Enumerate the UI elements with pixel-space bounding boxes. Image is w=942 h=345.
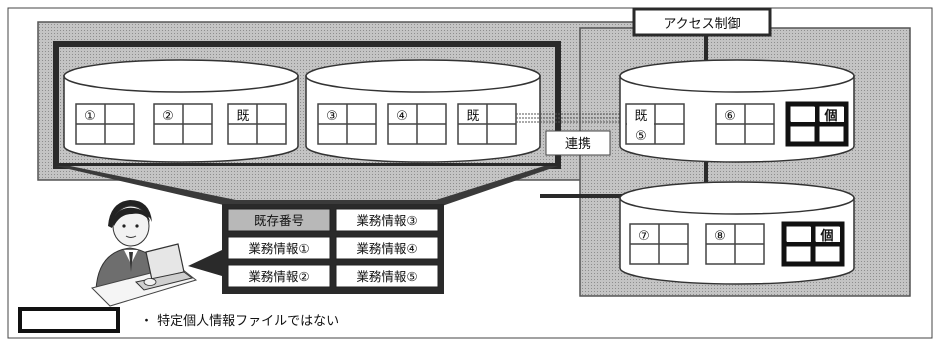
legend-text: ・ 特定個人情報ファイルではない [140, 314, 339, 329]
db3-cell-1: 既 [634, 109, 647, 124]
db3-table-1: 既 ⑤ [625, 103, 685, 145]
db1-cell-3: 既 [236, 109, 249, 124]
db2-table-3: 既 [457, 103, 517, 145]
db2-cell-2: ④ [396, 109, 408, 124]
legend-swatch [18, 307, 120, 333]
access-control-box [632, 7, 772, 37]
info-left-2: 業務情報① [248, 241, 309, 256]
db4-table-1: ⑦ [629, 223, 689, 265]
link-connector [516, 113, 626, 123]
link-label-box [545, 130, 611, 156]
db4-cell-2: ⑧ [714, 229, 726, 244]
legend: ・ 特定個人情報ファイルではない [18, 307, 339, 333]
db2-cell-1: ③ [326, 109, 338, 124]
db1-table-2: ② [153, 103, 213, 145]
db3-table-3: 個 [785, 101, 849, 147]
db1-cell-1: ① [84, 109, 96, 124]
db1-table-3: 既 [227, 103, 287, 145]
info-right-1: 業務情報③ [356, 213, 417, 228]
db4-table-2: ⑧ [705, 223, 765, 265]
database-1: ① ② 既 [63, 59, 299, 163]
database-4: ⑦ ⑧ 個 [619, 181, 855, 285]
db2-table-1: ③ [317, 103, 377, 145]
db2-cell-3: 既 [466, 109, 479, 124]
db2-table-2: ④ [387, 103, 447, 145]
db3-cell-1b: ⑤ [635, 129, 647, 144]
bubble-pointer [188, 250, 222, 276]
access-control-label: アクセス制御 [663, 17, 740, 32]
db1-table-1: ① [75, 103, 135, 145]
db3-cell-2: ⑥ [724, 109, 736, 124]
info-left-3: 業務情報② [248, 269, 309, 284]
frame-funnel-inner [70, 166, 544, 200]
info-panel: 既存番号 業務情報③ 業務情報① 業務情報④ 業務情報② 業務情報⑤ [222, 204, 444, 294]
db3-table-2: ⑥ [715, 103, 775, 145]
info-right-3: 業務情報⑤ [356, 269, 417, 284]
link-label: 連携 [565, 136, 591, 152]
db4-cell-3: 個 [819, 228, 833, 244]
person-at-laptop-icon [91, 200, 198, 307]
db3-cell-3: 個 [823, 108, 837, 124]
db1-cell-2: ② [162, 109, 174, 124]
info-left-1: 既存番号 [254, 213, 304, 228]
info-right-2: 業務情報④ [356, 241, 417, 256]
db4-table-3: 個 [781, 221, 845, 267]
db4-cell-1: ⑦ [638, 229, 650, 244]
database-2: ③ ④ 既 [305, 59, 541, 163]
database-3: 既 ⑤ ⑥ 個 [619, 59, 855, 163]
